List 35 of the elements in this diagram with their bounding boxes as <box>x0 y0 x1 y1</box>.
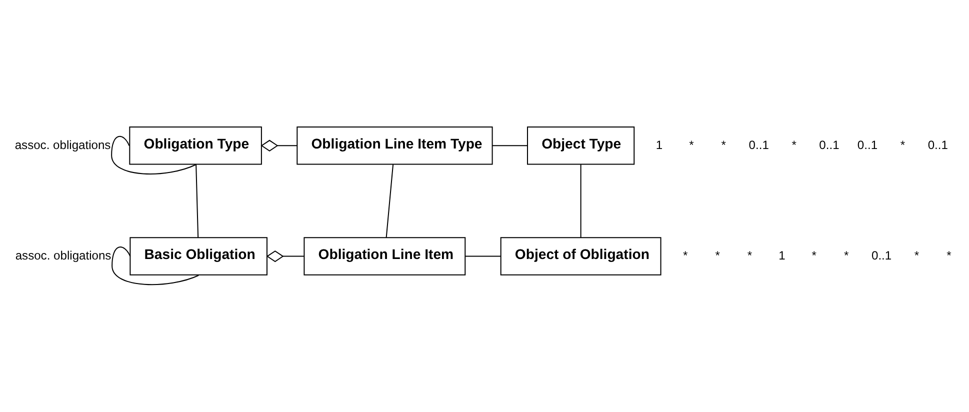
edge-label: assoc. obligations <box>14 138 110 152</box>
label: * <box>914 248 919 262</box>
label: * <box>791 138 796 152</box>
label: * <box>811 248 816 262</box>
connector <box>580 164 581 238</box>
node-box: Obligation Line Item <box>303 237 466 276</box>
label: * <box>746 248 752 262</box>
label: * <box>688 138 694 152</box>
connector <box>385 164 394 238</box>
label: * <box>900 138 905 152</box>
label: * <box>720 138 726 152</box>
connector <box>195 164 198 238</box>
node-box: Obligation Type <box>128 126 262 165</box>
label: 0..1 <box>748 138 768 152</box>
node-box: Object of Obligation <box>500 237 661 276</box>
connector <box>266 250 304 262</box>
label: 1 <box>778 248 785 262</box>
connector <box>110 136 196 174</box>
connector <box>492 145 527 146</box>
connector <box>465 256 500 257</box>
connector <box>260 140 297 152</box>
label: * <box>682 248 688 262</box>
label: 0..1 <box>871 248 892 262</box>
edge-label: assoc. obligations <box>14 248 111 262</box>
connector <box>111 246 198 286</box>
label: 0..1 <box>818 138 839 152</box>
label: 0..1 <box>856 138 878 152</box>
label: * <box>714 248 720 262</box>
label: 1 <box>655 138 662 152</box>
node-box: Basic Obligation <box>129 237 267 276</box>
node-box: Obligation Line Item Type <box>296 126 492 165</box>
node-box: Object Type <box>526 126 634 165</box>
label: * <box>946 248 951 262</box>
label: * <box>844 248 848 262</box>
label: 0..1 <box>927 138 948 152</box>
